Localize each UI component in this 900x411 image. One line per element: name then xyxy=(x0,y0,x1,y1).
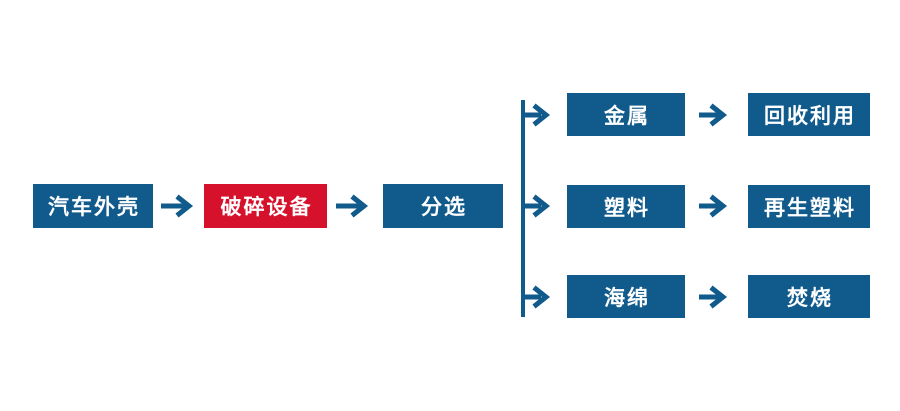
node-sorting: 分选 xyxy=(383,184,503,228)
arrow-right-icon xyxy=(336,194,369,218)
node-plastic: 塑料 xyxy=(567,185,685,228)
node-crushing-equipment: 破碎设备 xyxy=(204,184,327,228)
arrow-right-icon xyxy=(699,285,728,309)
node-metal: 金属 xyxy=(567,93,685,136)
arrow-right-icon xyxy=(699,103,728,127)
node-recycled-plastic: 再生塑料 xyxy=(748,185,870,228)
arrow-right-icon xyxy=(161,194,194,218)
node-sponge: 海绵 xyxy=(567,275,685,318)
node-recycling: 回收利用 xyxy=(748,93,870,136)
node-car-shell: 汽车外壳 xyxy=(33,184,153,228)
arrow-right-icon xyxy=(523,285,551,309)
arrow-right-icon xyxy=(699,194,728,218)
node-incineration: 焚烧 xyxy=(748,275,870,318)
arrow-right-icon xyxy=(523,103,551,127)
arrow-right-icon xyxy=(523,194,551,218)
